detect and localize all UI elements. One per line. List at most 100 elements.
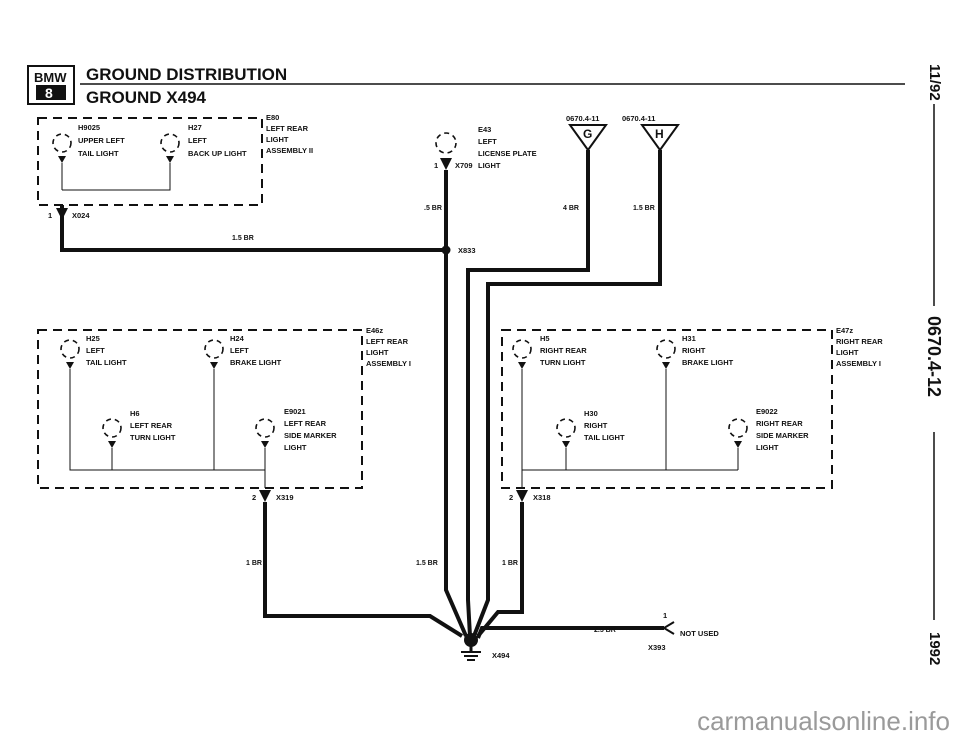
lamp-h9025-icon (52, 133, 72, 153)
connector-x318-icon (516, 490, 528, 502)
side-year: 1992 (926, 632, 943, 665)
wire-e43-label: .5 BR (424, 205, 442, 212)
connector-x393-icon (662, 621, 675, 635)
lamp-h24-id: H24 (230, 334, 245, 343)
lamp-h30-line2: TAIL LIGHT (584, 433, 625, 442)
lamp-h31-line2: BRAKE LIGHT (682, 358, 734, 367)
lamp-h24-line2: BRAKE LIGHT (230, 358, 282, 367)
lamp-h25-id: H25 (86, 334, 100, 343)
lamp-h25-ground-icon (66, 362, 74, 369)
ref-g-arrow-icon (568, 124, 608, 152)
lamp-h25-icon (60, 339, 80, 359)
ref-g: 0670.4-11 G (566, 114, 608, 152)
lamp-e9021-id: E9021 (284, 407, 306, 416)
group-e80-internal-wire (61, 163, 171, 191)
lamp-h24-line1: LEFT (230, 346, 249, 355)
connector-x319-pin: 2 (252, 493, 256, 502)
lamp-h25-line1: LEFT (86, 346, 105, 355)
lamp-h27-id: H27 (188, 123, 202, 132)
wire-x318-label: 1 BR (502, 560, 518, 567)
lamp-h31-ground-icon (662, 362, 670, 369)
lamp-h30-line1: RIGHT (584, 421, 608, 430)
ground-x494: X494 (461, 633, 510, 661)
connector-x318-id: X318 (533, 493, 551, 502)
lamp-h6-icon (102, 418, 122, 438)
page-subtitle: GROUND X494 (86, 88, 207, 107)
connector-x024-pin: 1 (48, 211, 52, 220)
lamp-h30-id: H30 (584, 409, 598, 418)
side-margin: 11/92 0670.4-12 1992 (924, 64, 944, 665)
group-e47-desc-1: RIGHT REAR (836, 337, 883, 346)
group-e46-desc-1: LEFT REAR (366, 337, 409, 346)
ref-h: 0670.4-11 H (622, 114, 680, 152)
lamp-h9025-line1: UPPER LEFT (78, 136, 125, 145)
lamp-h24-icon (204, 339, 224, 359)
connector-x393: 1 NOT USED X393 (648, 611, 719, 652)
lamp-h5-ground-icon (518, 362, 526, 369)
watermark: carmanualsonline.info (697, 706, 950, 736)
series-badge (36, 85, 66, 100)
lamp-e43-line1: LEFT (478, 137, 497, 146)
connector-x709-icon (440, 158, 452, 170)
ref-h-page: 0670.4-11 (622, 114, 655, 123)
lamp-h6-line1: LEFT REAR (130, 421, 173, 430)
lamp-h31-icon (656, 339, 676, 359)
header: BMW 8 GROUND DISTRIBUTION GROUND X494 (27, 65, 905, 107)
lamp-e43-line3: LIGHT (478, 161, 501, 170)
group-e47-box (501, 329, 833, 489)
page-title: GROUND DISTRIBUTION (86, 65, 287, 84)
group-e80-box (37, 117, 263, 206)
lamp-h9025-id: H9025 (78, 123, 100, 132)
lamp-h9025-line2: TAIL LIGHT (78, 149, 119, 158)
group-e46-internal-wire (69, 369, 266, 488)
connector-x319-id: X319 (276, 493, 294, 502)
lamp-e9022-ground-icon (734, 441, 742, 448)
lamp-h5-id: H5 (540, 334, 550, 343)
wire-x393-to-x494 (476, 626, 664, 639)
wire-g-to-x494 (466, 150, 590, 637)
lamp-h6-id: H6 (130, 409, 140, 418)
lamp-e9021-line3: LIGHT (284, 443, 307, 452)
lamp-h5-icon (512, 339, 532, 359)
bmw-logo (27, 65, 75, 105)
connector-x393-pin: 1 (663, 611, 667, 620)
lamp-h5-line1: RIGHT REAR (540, 346, 587, 355)
lamp-e43-id: E43 (478, 125, 491, 134)
lamp-e43-line2: LICENSE PLATE (478, 149, 537, 158)
lamp-h31-id: H31 (682, 334, 696, 343)
lamp-h6-ground-icon (108, 441, 116, 448)
group-e47-desc-3: ASSEMBLY I (836, 359, 881, 368)
lamp-h25-line2: TAIL LIGHT (86, 358, 127, 367)
group-e47-internal-wire (521, 369, 739, 488)
connector-x709-pin: 1 (434, 161, 438, 170)
ref-g-letter: G (583, 127, 592, 141)
side-date: 11/92 (926, 64, 943, 101)
side-page-number: 0670.4-12 (924, 316, 944, 397)
lamp-e9022-line1: RIGHT REAR (756, 419, 803, 428)
lamp-h6-line2: TURN LIGHT (130, 433, 176, 442)
connector-x318-pin: 2 (509, 493, 513, 502)
connector-x024: 1 X024 (48, 208, 90, 220)
connector-x319: 2 X319 (252, 490, 294, 502)
lamp-h31-line1: RIGHT (682, 346, 706, 355)
group-e80: E80 LEFT REAR LIGHT ASSEMBLY II H9025 UP… (37, 113, 313, 206)
lamp-h30-icon (556, 418, 576, 438)
lamp-e43-icon (435, 132, 457, 154)
group-e46: E46z LEFT REAR LIGHT ASSEMBLY I H25 LEFT… (37, 326, 411, 489)
group-e46-box (37, 329, 363, 489)
wire-x319-to-x494 (263, 502, 464, 638)
lamp-h27-line2: BACK UP LIGHT (188, 149, 247, 158)
wire-h-to-x494 (472, 150, 662, 637)
lamp-e9021-line1: LEFT REAR (284, 419, 327, 428)
connector-x393-id: X393 (648, 643, 666, 652)
lamp-e9022-line2: SIDE MARKER (756, 431, 809, 440)
lamp-h30-ground-icon (562, 441, 570, 448)
lamp-e9021-icon (255, 418, 275, 438)
group-e80-id: E80 (266, 113, 279, 122)
group-e80-desc-2: LIGHT (266, 135, 289, 144)
wire-h-label: 1.5 BR (633, 205, 655, 212)
ref-h-arrow-icon (640, 124, 680, 152)
group-e80-desc-3: ASSEMBLY II (266, 146, 313, 155)
connector-x319-icon (259, 490, 271, 502)
